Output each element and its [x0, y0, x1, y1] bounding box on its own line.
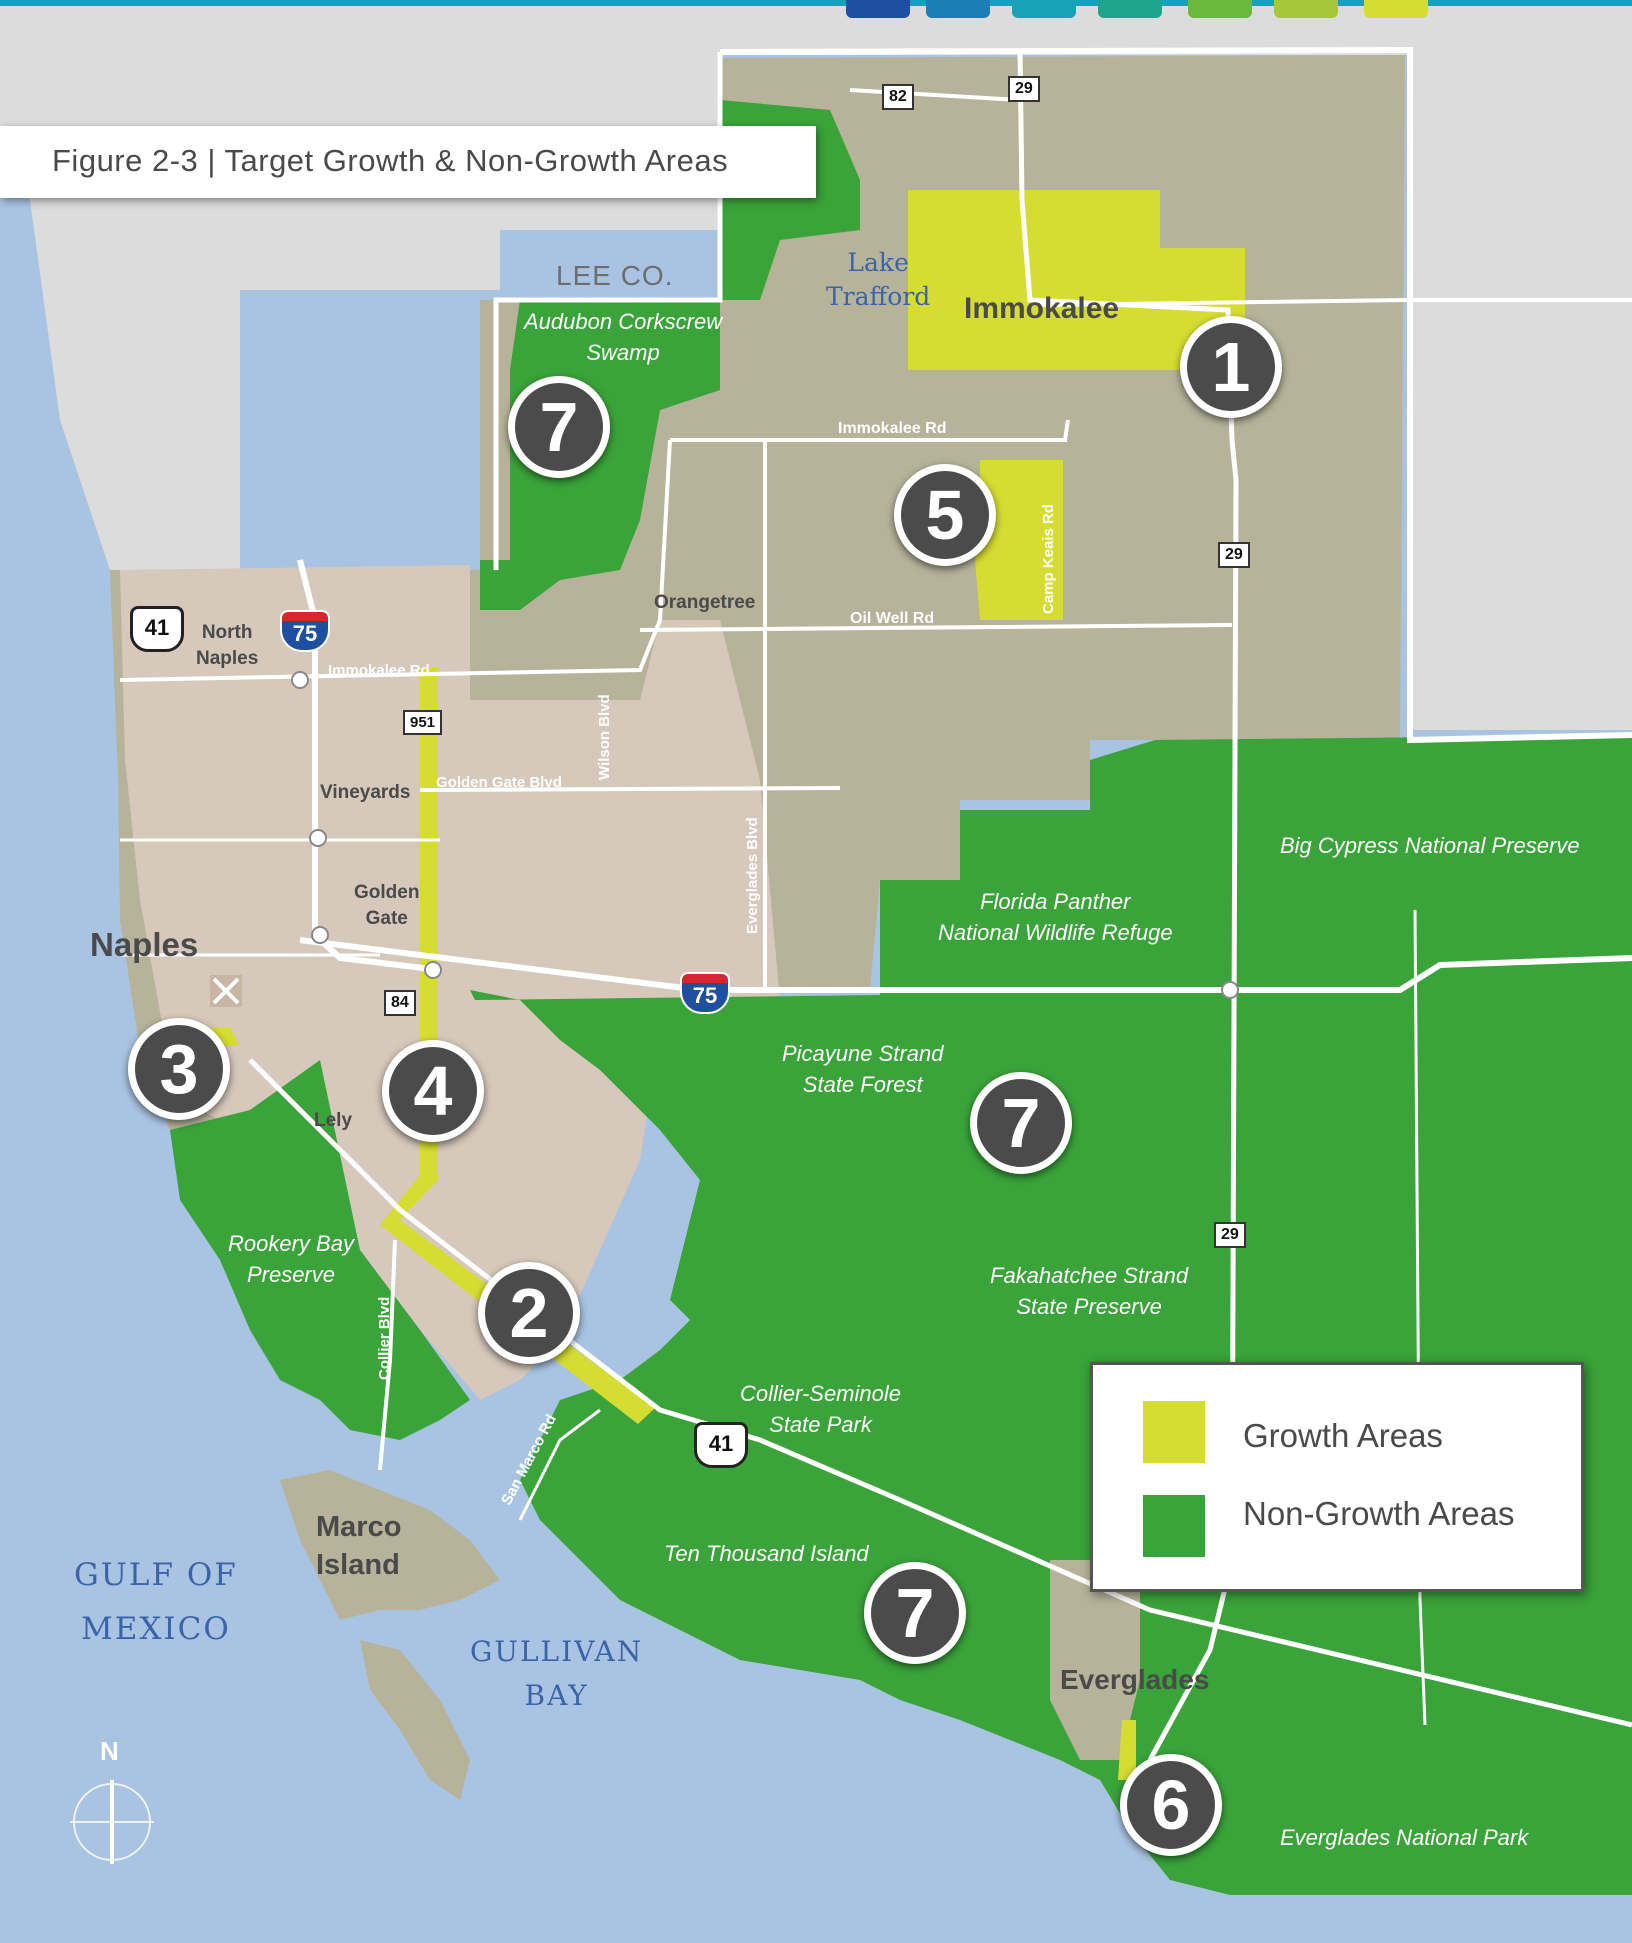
- label-immokalee-rd-west: Immokalee Rd: [328, 662, 430, 679]
- road-immokalee-east: [1039, 298, 1632, 307]
- shield-i75-north: 75: [280, 610, 330, 652]
- road-golden-gate: [419, 786, 841, 792]
- label-lely: Lely: [314, 1110, 353, 1131]
- badge-4: 4: [382, 1040, 484, 1142]
- top-tab-5[interactable]: [1188, 0, 1252, 18]
- growth-area-6: [1118, 1720, 1136, 1780]
- road-san-marco: [518, 1408, 601, 1521]
- everglades-city-area: [1050, 1560, 1140, 1760]
- label-big-cypress: Big Cypress National Preserve: [1280, 833, 1580, 858]
- road-oil-well: [639, 623, 1233, 632]
- label-ten-thousand-island: Ten Thousand Island: [664, 1541, 869, 1566]
- label-picayune: Picayune Strand State Forest: [782, 1041, 944, 1097]
- legend-swatch-non-growth: [1143, 1495, 1205, 1557]
- label-oil-well-rd: Oil Well Rd: [850, 610, 935, 627]
- top-tab-1[interactable]: [846, 0, 910, 18]
- road-sr29: [1017, 49, 1239, 1762]
- label-camp-keais-rd: Camp Keais Rd: [1040, 503, 1057, 614]
- label-lee-co: LEE CO.: [556, 260, 674, 291]
- road-i75-east: [299, 937, 1632, 993]
- label-gullivan-bay: GULLIVAN BAY: [470, 1635, 644, 1712]
- marco-island-area: [280, 1470, 500, 1620]
- road-immokalee-rd-west: [119, 439, 672, 682]
- label-golden-gate: Golden Gate: [354, 882, 420, 929]
- label-collier-blvd: Collier Blvd: [376, 1296, 393, 1380]
- label-vineyards: Vineyards: [320, 782, 411, 803]
- top-tab-2[interactable]: [926, 0, 990, 18]
- legend-label-non-growth: Non-Growth Areas: [1243, 1495, 1515, 1532]
- shield-us41-south: 41: [694, 1422, 748, 1468]
- label-golden-gate-blvd: Golden Gate Blvd: [436, 774, 562, 791]
- road-network: [119, 49, 1632, 1762]
- badge-5: 5: [894, 464, 996, 566]
- road-us41: [248, 1058, 1632, 1728]
- label-orangetree: Orangetree: [654, 592, 756, 613]
- non-growth-area-south: [470, 735, 1632, 1895]
- shield-sr29-mid: 29: [1218, 542, 1250, 568]
- island-area: [360, 1640, 470, 1800]
- label-naples: Naples: [90, 926, 199, 963]
- label-immokalee: Immokalee: [964, 292, 1120, 325]
- road-sr82: [849, 88, 1021, 102]
- road-collier-blvd: [378, 1239, 397, 1471]
- header-accent-bar: [0, 0, 1632, 6]
- label-everglades-np: Everglades National Park: [1280, 1825, 1529, 1850]
- legend-swatch-growth: [1143, 1401, 1205, 1463]
- top-tab-3[interactable]: [1012, 0, 1076, 18]
- badge-2: 2: [478, 1262, 580, 1364]
- figure-title: Figure 2-3 | Target Growth & Non-Growth …: [52, 143, 729, 178]
- label-lake-trafford: Lake Trafford: [826, 248, 931, 311]
- badge-7-audubon: 7: [508, 376, 610, 478]
- badge-6: 6: [1120, 1754, 1222, 1856]
- top-tab-4[interactable]: [1098, 0, 1162, 18]
- shield-sr29-top: 29: [1008, 76, 1040, 102]
- badge-3: 3: [128, 1018, 230, 1120]
- label-panther-refuge: Florida Panther National Wildlife Refuge: [938, 889, 1173, 945]
- legend-label-growth: Growth Areas: [1243, 1417, 1443, 1454]
- label-wilson-blvd: Wilson Blvd: [596, 694, 613, 780]
- top-tab-6[interactable]: [1274, 0, 1338, 18]
- shield-sr29-low: 29: [1214, 1222, 1246, 1248]
- non-growth-area-coast: [520, 1400, 1230, 1895]
- label-everglades: Everglades: [1060, 1664, 1210, 1695]
- label-audubon: Audubon Corkscrew Swamp: [524, 309, 723, 365]
- label-fakahatchee: Fakahatchee Strand State Preserve: [990, 1263, 1189, 1319]
- non-growth-area-rookery: [170, 1060, 470, 1440]
- county-boundary-line: [719, 46, 1632, 744]
- badge-7-coast: 7: [864, 1562, 966, 1664]
- shield-i75-east: 75: [680, 972, 730, 1014]
- badge-1: 1: [1180, 316, 1282, 418]
- interchanges: [291, 671, 1239, 999]
- badge-7-picayune: 7: [970, 1072, 1072, 1174]
- shield-cr951: 951: [403, 710, 443, 735]
- label-rookery-bay: Rookery Bay Preserve: [228, 1231, 354, 1287]
- compass-north-label: N: [100, 1736, 119, 1766]
- label-immokalee-rd: Immokalee Rd: [838, 420, 947, 437]
- top-tab-7[interactable]: [1364, 0, 1428, 18]
- label-marco-island: Marco Island: [316, 1511, 402, 1581]
- growth-area-5: [975, 460, 1063, 620]
- shield-sr84: 84: [384, 990, 416, 1016]
- growth-area-immokalee: [908, 190, 1245, 370]
- shield-us41-north: 41: [130, 606, 184, 652]
- label-everglades-blvd: Everglades Blvd: [744, 817, 761, 934]
- road-turner: [1413, 909, 1427, 1726]
- figure-title-box: Figure 2-3 | Target Growth & Non-Growth …: [0, 126, 816, 198]
- label-north-naples: North Naples: [196, 622, 259, 669]
- legend: Growth Areas Non-Growth Areas: [1090, 1362, 1584, 1592]
- label-gulf-of-mexico: GULF OF MEXICO: [74, 1557, 238, 1647]
- shield-sr82: 82: [882, 84, 914, 110]
- road-immokalee-rd: [670, 419, 1070, 442]
- label-collier-seminole: Collier-Seminole State Park: [740, 1381, 901, 1437]
- north-arrow-icon: N: [60, 1736, 170, 1866]
- urban-land-area: [120, 565, 780, 1400]
